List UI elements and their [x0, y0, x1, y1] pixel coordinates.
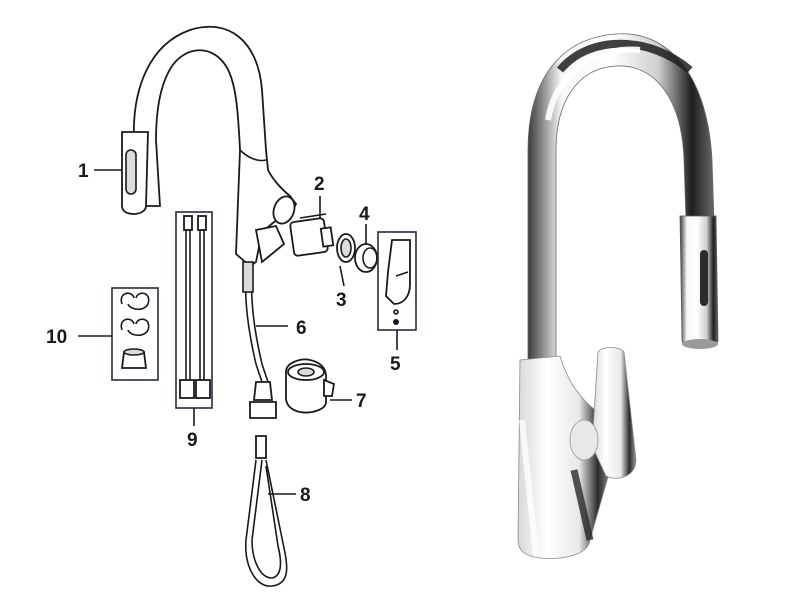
callout-numbers: 1 2 3 4 5 6 7 8 9 10 — [46, 161, 401, 506]
faucet-handle — [591, 347, 637, 479]
set-screw — [393, 309, 399, 315]
mounting-hardware-box — [111, 287, 159, 381]
supply-lines-box — [175, 211, 213, 409]
callout-6: 6 — [296, 318, 307, 339]
cap-ring — [354, 243, 378, 273]
callout-5: 5 — [390, 354, 401, 375]
callout-10: 10 — [46, 327, 67, 348]
supply-lines — [179, 215, 211, 399]
callout-4: 4 — [359, 204, 370, 225]
callout-7: 7 — [356, 391, 367, 412]
handle — [385, 239, 411, 325]
callout-1: 1 — [78, 161, 89, 182]
callout-9: 9 — [187, 430, 198, 451]
faucet-body-outline — [121, 25, 298, 268]
callout-3: 3 — [336, 290, 347, 311]
pull-down-hose — [242, 261, 288, 587]
hose-weight — [242, 261, 254, 293]
spray-button-outline — [125, 149, 137, 195]
leader-lines — [78, 169, 398, 495]
exploded-view: 1 2 3 4 5 6 7 8 9 10 — [46, 25, 417, 587]
mounting-hardware — [120, 292, 150, 369]
spray-aerator — [285, 358, 336, 414]
hex-key — [393, 319, 399, 325]
spray-button — [700, 250, 708, 306]
bonnet-nut — [336, 233, 356, 263]
cartridge — [289, 213, 335, 257]
callout-2: 2 — [314, 174, 325, 195]
callout-8: 8 — [300, 485, 311, 506]
faucet-photo — [517, 33, 719, 559]
spray-face — [682, 339, 718, 349]
